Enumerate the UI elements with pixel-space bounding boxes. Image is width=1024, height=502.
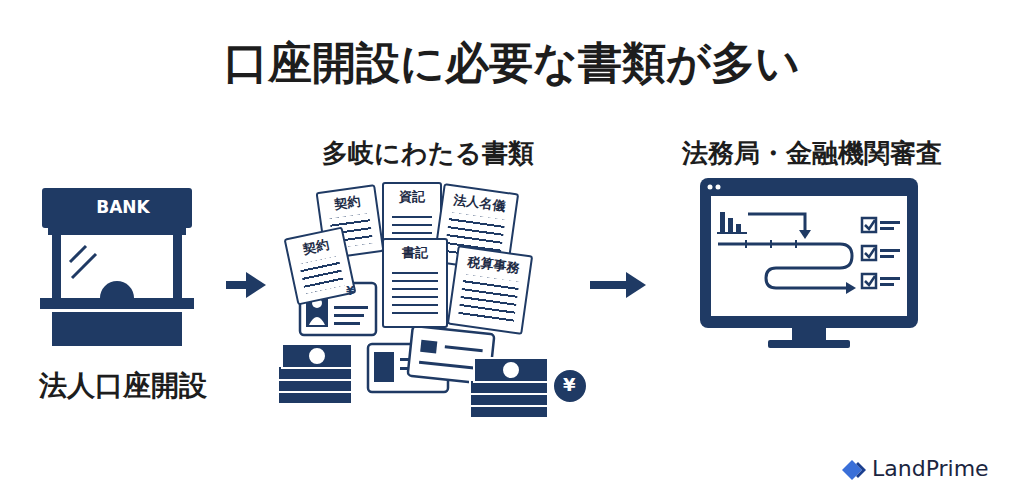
tick [745,240,747,248]
text-lines [299,256,344,294]
chart-bar [736,224,741,232]
text-lines [458,274,519,323]
node-text: BANK [22,197,224,217]
arrow-head [626,272,646,298]
text-lines [392,266,438,318]
flow-head [846,282,856,294]
window-glint [70,246,86,262]
document-sheet: 税算事務 [447,245,533,335]
chart-icon [717,212,747,234]
id-body [309,317,325,325]
checkbox [862,218,876,232]
kiosk-post [52,235,61,300]
tick [795,240,797,248]
money-stack [470,358,548,418]
monitor [700,178,918,348]
flow-line [718,243,840,246]
document-sheet: 資記 [382,182,442,246]
id-photo [374,352,394,382]
chart-axis [717,232,747,234]
check-line [880,277,900,280]
chart-bar [720,212,725,232]
watermark: LandPrime [872,456,989,481]
check-line [880,227,894,230]
checkbox [862,246,876,260]
flow-head [799,230,811,239]
bill-mark [310,349,324,363]
flow-arrow [226,272,266,298]
monitor-screen [711,196,907,316]
node-heading: 法務局・金融機関審査 [648,136,976,171]
id-line [334,306,368,309]
flow-line [748,214,805,232]
check-line [880,283,894,286]
document-group: 多岐にわたる書類契約資記法人名儀契約書記税算事務 [268,132,588,446]
chart-bar [728,218,733,232]
card-chip [420,340,437,354]
logo-diamond [856,462,866,478]
bill [282,344,352,368]
screen-dot [708,185,713,190]
monitor-frame [700,178,918,328]
kiosk-counter [40,298,194,309]
arrow-head [246,272,266,298]
node-heading: 多岐にわたる書類 [268,136,588,171]
check-line [880,249,900,252]
screen-dot [716,185,721,190]
money-stack [278,344,352,404]
checkmark [865,276,875,285]
kiosk-post [173,235,182,300]
check-line [880,221,900,224]
logo-mark [842,460,866,480]
document-sheet: 書記 [382,238,448,328]
node-heading: 資記 [389,188,435,206]
currency-mark: ¥ [346,284,354,298]
card-line [445,345,483,352]
card-line [419,361,479,370]
arrow-shaft [590,281,630,289]
arrowheads [799,230,856,294]
yen-coin [553,369,587,403]
flow-arrow [590,272,646,298]
bank-node: BANK 法人口座開設 [22,185,224,405]
teller-head [100,281,134,298]
bill [474,358,548,382]
monitor-neck [792,328,826,342]
checkmark [865,248,875,257]
node-heading: 書記 [389,244,441,262]
flow-ticks [745,240,797,248]
monitor-base [768,340,850,348]
flow-line [766,244,852,288]
checkmark [865,220,875,229]
text-lines [392,210,432,236]
node-heading: 契約 [323,191,371,215]
checklist [862,218,900,288]
bill-mark [504,363,518,377]
kiosk-base [52,312,182,346]
title: 口座開設に必要な書類が多い [0,34,1024,93]
arrow-shaft [226,281,250,289]
kiosk-roof [48,228,186,235]
id-line [334,314,364,317]
check-line [880,255,894,258]
tick [770,240,772,248]
process-flow [718,214,852,288]
window-glint [72,254,96,278]
currency-mark: ¥ [563,374,576,395]
id-line [334,322,360,325]
checkbox [862,274,876,288]
node-text: 法人口座開設 [22,367,224,405]
review-node: 法務局・金融機関審査 [648,132,976,352]
